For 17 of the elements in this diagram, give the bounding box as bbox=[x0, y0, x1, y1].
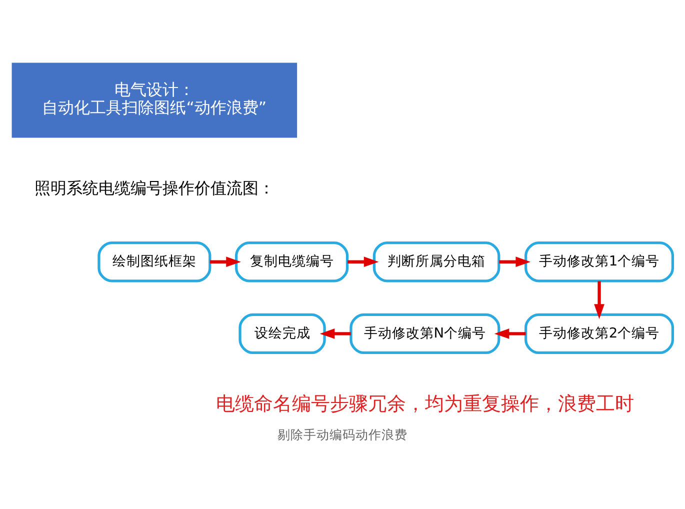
label: 电缆命名编号步骤冗余，均为重复操作，浪费工时 bbox=[216, 392, 634, 415]
arrow bbox=[347, 256, 379, 267]
node-box: 设绘完成 bbox=[238, 312, 326, 354]
arrow bbox=[499, 256, 531, 267]
node-box: 电气设计： 自动化工具扫除图纸“动作浪费” bbox=[12, 62, 298, 138]
node-box: 手动修改第N个编号 bbox=[350, 312, 500, 354]
node-box: 绘制图纸框架 bbox=[98, 241, 212, 282]
node-box: 复制电缆编号 bbox=[235, 241, 349, 282]
node-box: 手动修改第2个编号 bbox=[524, 312, 674, 354]
node-box: 判断所属分电箱 bbox=[372, 241, 500, 282]
caption: 剔除手动编码动作浪费 bbox=[278, 426, 408, 442]
diagram-title: 照明系统电缆编号操作价值流图： bbox=[34, 178, 274, 198]
arrow bbox=[320, 328, 351, 338]
arrow bbox=[594, 280, 604, 319]
arrow bbox=[494, 328, 526, 338]
node-box: 手动修改第1个编号 bbox=[524, 241, 674, 282]
arrow bbox=[210, 256, 241, 267]
